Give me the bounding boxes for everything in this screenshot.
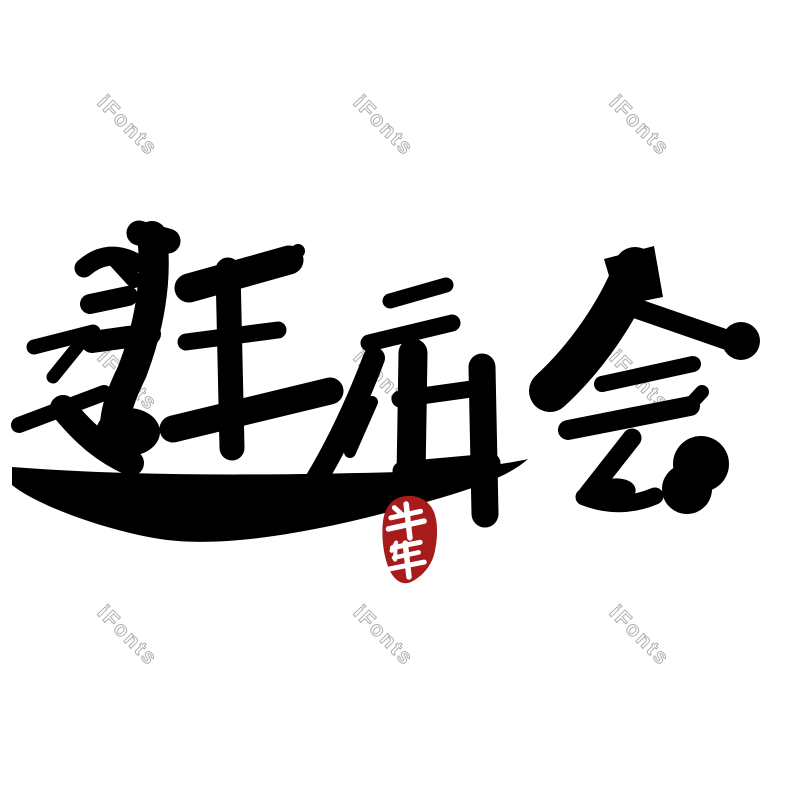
brush-stroke <box>344 396 378 458</box>
seal-char-nian <box>387 539 427 580</box>
brush-stroke <box>594 356 701 392</box>
seal-char-niu <box>385 501 427 541</box>
seal-stamp <box>382 495 438 584</box>
brush-stroke <box>680 385 709 415</box>
brush-stroke <box>391 505 404 516</box>
brush-stroke <box>305 347 385 491</box>
char-miao-strokes <box>305 277 501 528</box>
brush-stroke <box>391 378 495 408</box>
brush-stroke <box>382 277 454 309</box>
brush-stroke <box>393 546 398 562</box>
brush-stroke <box>392 453 501 481</box>
brush-stroke <box>558 396 700 440</box>
brush-stroke <box>722 322 760 360</box>
brush-stroke <box>403 501 413 541</box>
brush-stroke <box>46 328 94 384</box>
brush-stroke <box>402 540 412 580</box>
brush-stroke <box>396 338 428 493</box>
brush-stroke <box>360 314 461 352</box>
char-hui-strokes <box>529 246 760 514</box>
brush-stroke <box>159 377 344 443</box>
brush-stroke <box>273 244 305 275</box>
brush-stroke <box>126 220 181 254</box>
brush-stroke <box>529 247 656 412</box>
brush-stroke <box>104 248 142 288</box>
brush-stroke <box>50 395 144 476</box>
brush-stroke <box>80 286 138 314</box>
brush-stroke <box>622 297 746 353</box>
brush-stroke <box>584 478 636 510</box>
brush-stroke <box>662 464 712 514</box>
